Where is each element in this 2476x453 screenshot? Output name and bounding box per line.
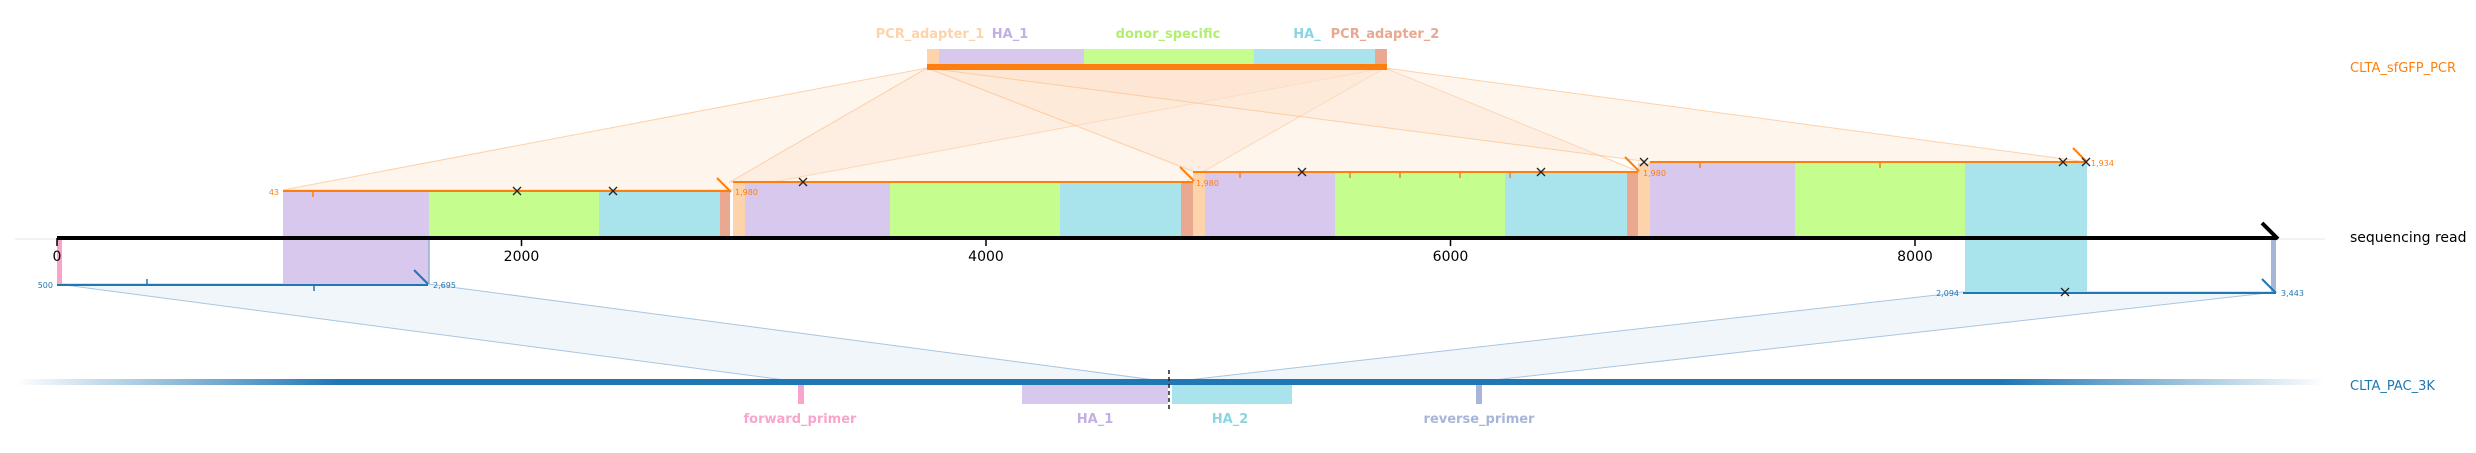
axis-end-marker [2260, 221, 2280, 241]
mismatch-icon [2081, 157, 2091, 167]
mismatch-icon [2058, 157, 2068, 167]
ref-copy-1-end: 2,695 [433, 281, 456, 290]
axis-tick-label-0: 0 [53, 249, 62, 265]
ref-track [15, 370, 2325, 410]
copy4-donor [1795, 163, 1965, 237]
read-ref-copy-2 [1963, 240, 2277, 297]
copy4-ha2 [1965, 163, 2087, 237]
track-label-pcr: CLTA_sfGFP_PCR [2350, 61, 2456, 76]
ref-label-forward-primer: forward_primer [744, 412, 858, 427]
pcr-backbone [927, 64, 1387, 70]
mismatch-markers-top [512, 157, 2091, 196]
pcr-ha2-block[interactable] [1254, 49, 1375, 67]
axis-tick-label-1: 2000 [504, 249, 540, 265]
copy2-adapter1 [733, 183, 745, 237]
pcr-copy-2-end: 1,980 [1196, 179, 1219, 188]
pcr-copy-1-start: 43 [269, 188, 279, 197]
track-label-read: sequencing read [2350, 230, 2466, 246]
ref-label-reverse-primer: reverse_primer [1424, 412, 1536, 427]
mismatch-icon [608, 186, 618, 196]
ref-ha1-block[interactable] [1022, 382, 1168, 404]
mismatch-icon [1639, 157, 1649, 167]
copy3-adapter1 [1193, 173, 1205, 237]
mismatch-icon [2060, 287, 2070, 297]
ref-label-ha1: HA_1 [1077, 412, 1114, 427]
copy3-ha1 [1205, 173, 1335, 237]
pcr-copy-3-end: 1,980 [1643, 169, 1666, 178]
copy3-ha2 [1505, 173, 1627, 237]
read-pcr-copy-4 [1638, 161, 2087, 237]
copy2-ha1 [745, 183, 890, 237]
ref2-ha2 [1965, 240, 2087, 292]
axis-ticks: 0 2000 4000 6000 8000 [53, 238, 1933, 265]
ref-forward-primer-block[interactable] [798, 382, 804, 404]
copy4-ha1 [1650, 163, 1795, 237]
ref-alignment-fans [56, 283, 2277, 383]
copy1-adapter2 [720, 192, 730, 237]
ref-reverse-primer-block[interactable] [1476, 382, 1482, 404]
read-axis: 0 2000 4000 6000 8000 [15, 221, 2325, 265]
pcr-label-ha1: HA_1 [992, 27, 1029, 42]
copy3-adapter2 [1627, 173, 1639, 237]
ref-copy-2-end: 3,443 [2281, 289, 2304, 298]
pcr-adapter-1-block[interactable] [927, 49, 939, 67]
pcr-copy-1-end: 1,980 [735, 188, 758, 197]
read-pcr-copy-1 [283, 190, 730, 237]
mismatch-icon [1536, 167, 1546, 177]
axis-tick-label-3: 6000 [1433, 249, 1469, 265]
pcr-copy-4-end: 1,934 [2091, 159, 2114, 168]
ref1-ha1 [283, 240, 429, 284]
read-pcr-copy-2 [733, 181, 1193, 237]
pcr-label-donor: donor_specific [1116, 27, 1221, 42]
pcr-ha1-block[interactable] [939, 49, 1084, 67]
pcr-label-adapter-2: PCR_adapter_2 [1331, 27, 1440, 42]
pcr-track [927, 49, 1387, 70]
ref-ha2-block[interactable] [1172, 382, 1292, 404]
pcr-copy-end-markers [716, 147, 2088, 193]
copy2-ha2 [1060, 183, 1181, 237]
copy1-donor [429, 192, 599, 237]
ref1-forward-primer [57, 240, 62, 284]
copy2-donor [890, 183, 1060, 237]
ref-fan-2 [1169, 291, 2277, 383]
copy1-ha1 [283, 192, 429, 237]
pcr-label-ha2: HA_ [1293, 27, 1321, 42]
track-label-ref: CLTA_PAC_3K [2350, 379, 2435, 394]
copy2-adapter2 [1181, 183, 1193, 237]
ref-copy-1-start: 500 [38, 281, 53, 290]
pcr-copy-ticks [312, 162, 1881, 197]
pcr-adapter-2-block[interactable] [1375, 49, 1387, 67]
read-pcr-copy-3 [1193, 171, 1640, 237]
copy1-ha2 [599, 192, 720, 237]
mismatch-icon [512, 186, 522, 196]
ref1-end-marker [413, 269, 429, 285]
axis-tick-label-2: 4000 [968, 249, 1004, 265]
pcr-label-adapter-1: PCR_adapter_1 [876, 27, 985, 42]
ref-copy-2-start: 2,094 [1936, 289, 1959, 298]
read-ref-copy-1 [57, 240, 430, 291]
ref-backbone [15, 379, 2325, 385]
pcr-alignment-fans [282, 67, 2088, 191]
ref2-end-marker [2261, 278, 2277, 294]
ref-label-ha2: HA_2 [1212, 412, 1249, 427]
axis-tick-label-4: 8000 [1897, 249, 1933, 265]
mismatch-icon [798, 177, 808, 187]
ref2-reverse-primer [2271, 240, 2276, 292]
mismatch-icon [1297, 167, 1307, 177]
copy3-donor [1335, 173, 1505, 237]
pcr-donor-block[interactable] [1084, 49, 1254, 67]
ref-fan-1 [56, 283, 1171, 383]
copy4-adapter1 [1638, 163, 1650, 237]
